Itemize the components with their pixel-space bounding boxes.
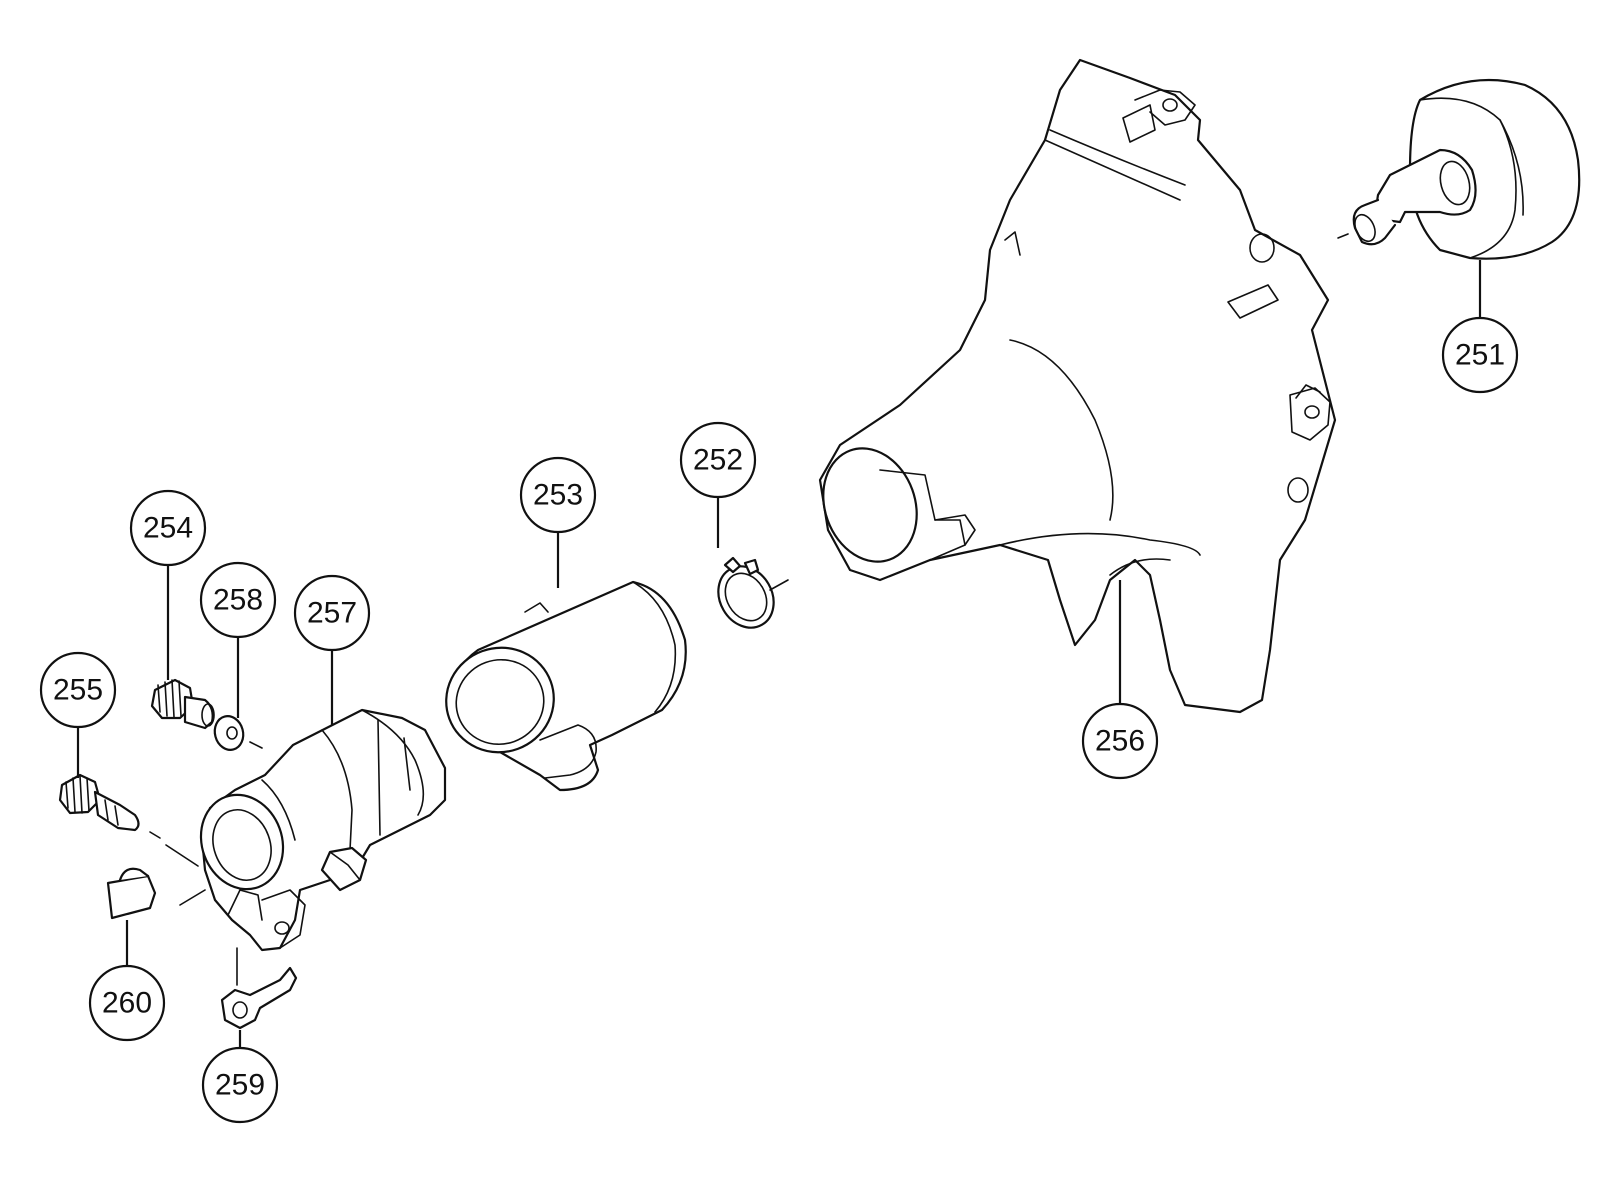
part-257-shaft-holder (165, 708, 447, 952)
part-253-sleeve (445, 580, 687, 792)
part-251-clutch-drum (1337, 78, 1581, 260)
callout-255-label: 255 (53, 674, 103, 707)
callout-253-label: 253 (533, 479, 583, 512)
callouts: 251 252 253 254 255 256 257 258 (39, 316, 1519, 1124)
callout-259: 259 (201, 1046, 279, 1124)
callout-259-label: 259 (215, 1069, 265, 1102)
callout-257: 257 (293, 574, 371, 652)
callout-254: 254 (129, 489, 207, 567)
callout-252-label: 252 (693, 444, 743, 477)
part-255-bolt (58, 773, 161, 839)
callout-255: 255 (39, 651, 117, 729)
part-258-washer (213, 715, 263, 751)
callout-257-label: 257 (307, 597, 357, 630)
callout-256: 256 (1081, 702, 1159, 780)
leader-lines (76, 260, 1482, 1048)
callout-260: 260 (88, 964, 166, 1042)
callout-251: 251 (1441, 316, 1519, 394)
callout-252: 252 (679, 421, 757, 499)
part-254-bolt (150, 678, 215, 730)
part-260-plate (106, 867, 157, 920)
callout-251-label: 251 (1455, 339, 1505, 372)
callout-256-label: 256 (1095, 725, 1145, 758)
callout-258-label: 258 (213, 584, 263, 617)
part-252-circlip (717, 556, 789, 629)
part-259-lever (220, 947, 298, 1030)
callout-260-label: 260 (102, 987, 152, 1020)
callout-254-label: 254 (143, 512, 193, 545)
callout-258: 258 (199, 561, 277, 639)
callout-253: 253 (519, 456, 597, 534)
part-256-gear-case (818, 58, 1337, 714)
